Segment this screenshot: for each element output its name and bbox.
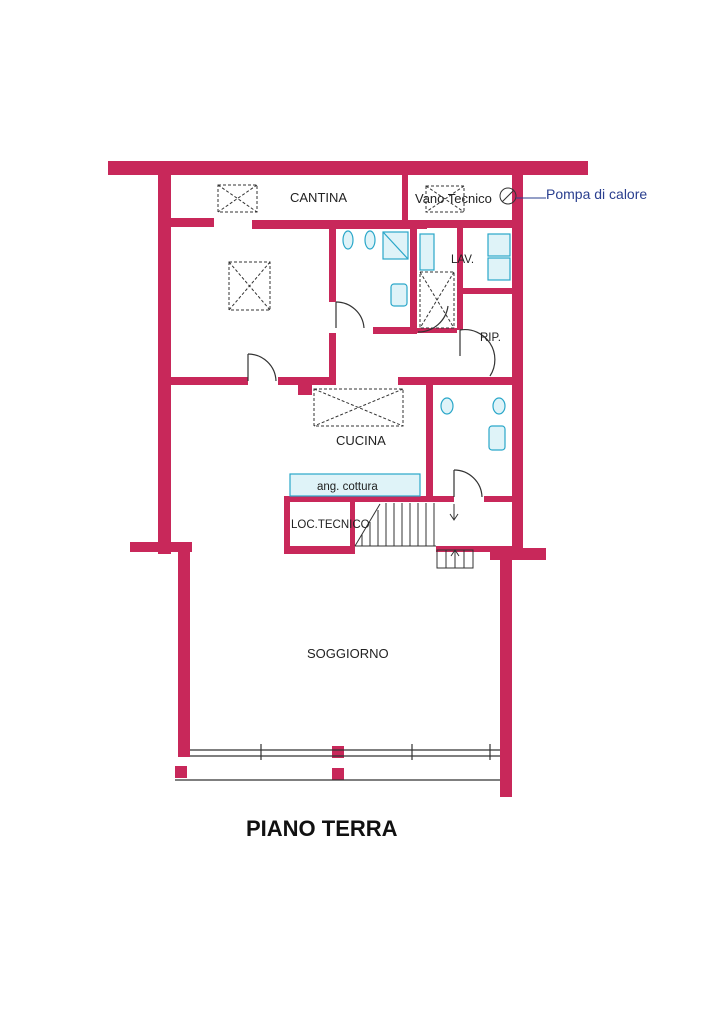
wall-room1-right: [329, 333, 336, 385]
wall-bath1-bottom: [373, 327, 417, 334]
wall-vano-bottom: [408, 220, 512, 228]
wall-bath1-right: [410, 227, 417, 333]
wall-left-upper: [158, 161, 171, 554]
wall-stair-bottom: [436, 546, 512, 552]
wall-bath1-left: [329, 227, 336, 302]
appliance-2: [487, 257, 511, 281]
post-left-bottom: [175, 766, 187, 778]
label-loc-tecnico: LOC.TECNICO: [291, 519, 370, 531]
appliance-1: [487, 233, 511, 257]
skylight-vano: [425, 185, 465, 213]
wall-left-jog: [130, 542, 192, 552]
heat-pump-symbol: [499, 187, 546, 205]
bidet-bath1: [364, 230, 376, 250]
skylight-room1: [228, 261, 271, 311]
wall-lav-bottom: [417, 328, 457, 333]
door-lav: [417, 305, 449, 333]
washer-lav: [419, 233, 435, 271]
skylight-cucina: [313, 388, 404, 427]
wall-right-lower: [500, 560, 512, 797]
stairs: [354, 503, 474, 569]
label-vano-tecnico: Vano Tecnico: [415, 191, 492, 206]
wall-cantina-bottom-left: [171, 218, 214, 227]
skylight-lav: [419, 271, 455, 329]
wall-loc-left: [284, 496, 290, 554]
toilet-bath2: [440, 397, 454, 415]
door-bath1: [335, 301, 365, 329]
label-soggiorno: SOGGIORNO: [307, 646, 389, 661]
sink-bath1: [390, 283, 408, 307]
door-rip: [459, 329, 496, 377]
label-heat-pump: Pompa di calore: [546, 186, 647, 202]
kitchen-counter: [289, 473, 421, 497]
wall-loc-right: [350, 502, 355, 554]
post-mid-bottom: [332, 768, 344, 780]
wall-left-lower: [178, 542, 190, 757]
wall-corridor-stub: [298, 377, 312, 395]
facade-glazing: [175, 744, 500, 781]
label-rip: RIP.: [480, 332, 501, 344]
toilet-bath1: [342, 230, 354, 250]
plan-title: PIANO TERRA: [246, 816, 398, 841]
skylights: [217, 184, 465, 427]
wall-right-upper: [512, 175, 523, 550]
wall-cucina-bottom: [284, 496, 454, 502]
wall-loc-bottom: [284, 546, 352, 554]
wall-bath2-top: [398, 377, 512, 385]
wall-cantina-bottom-right: [252, 220, 427, 229]
walls: [108, 161, 588, 797]
sink-bath2: [488, 425, 506, 451]
wall-rip-left: [457, 294, 463, 330]
wall-rip-top: [457, 288, 512, 294]
label-cantina: CANTINA: [290, 190, 347, 205]
wall-top: [108, 161, 588, 175]
wall-vano-divider: [402, 175, 408, 223]
doors: [247, 301, 496, 498]
wall-cucina-bottom-right: [484, 496, 512, 502]
skylight-cantina: [217, 184, 258, 213]
wall-bath2-left: [426, 385, 433, 497]
bidet-bath2: [492, 397, 506, 415]
wall-lav-right: [457, 228, 463, 288]
label-lav: LAV.: [451, 254, 474, 266]
label-ang-cottura: ang. cottura: [317, 481, 378, 493]
door-room1: [247, 353, 277, 382]
door-bath2: [453, 469, 483, 498]
wall-room1-bottom: [171, 377, 248, 385]
post-mid: [332, 746, 344, 758]
fixtures: [289, 230, 511, 497]
label-cucina: CUCINA: [336, 433, 386, 448]
